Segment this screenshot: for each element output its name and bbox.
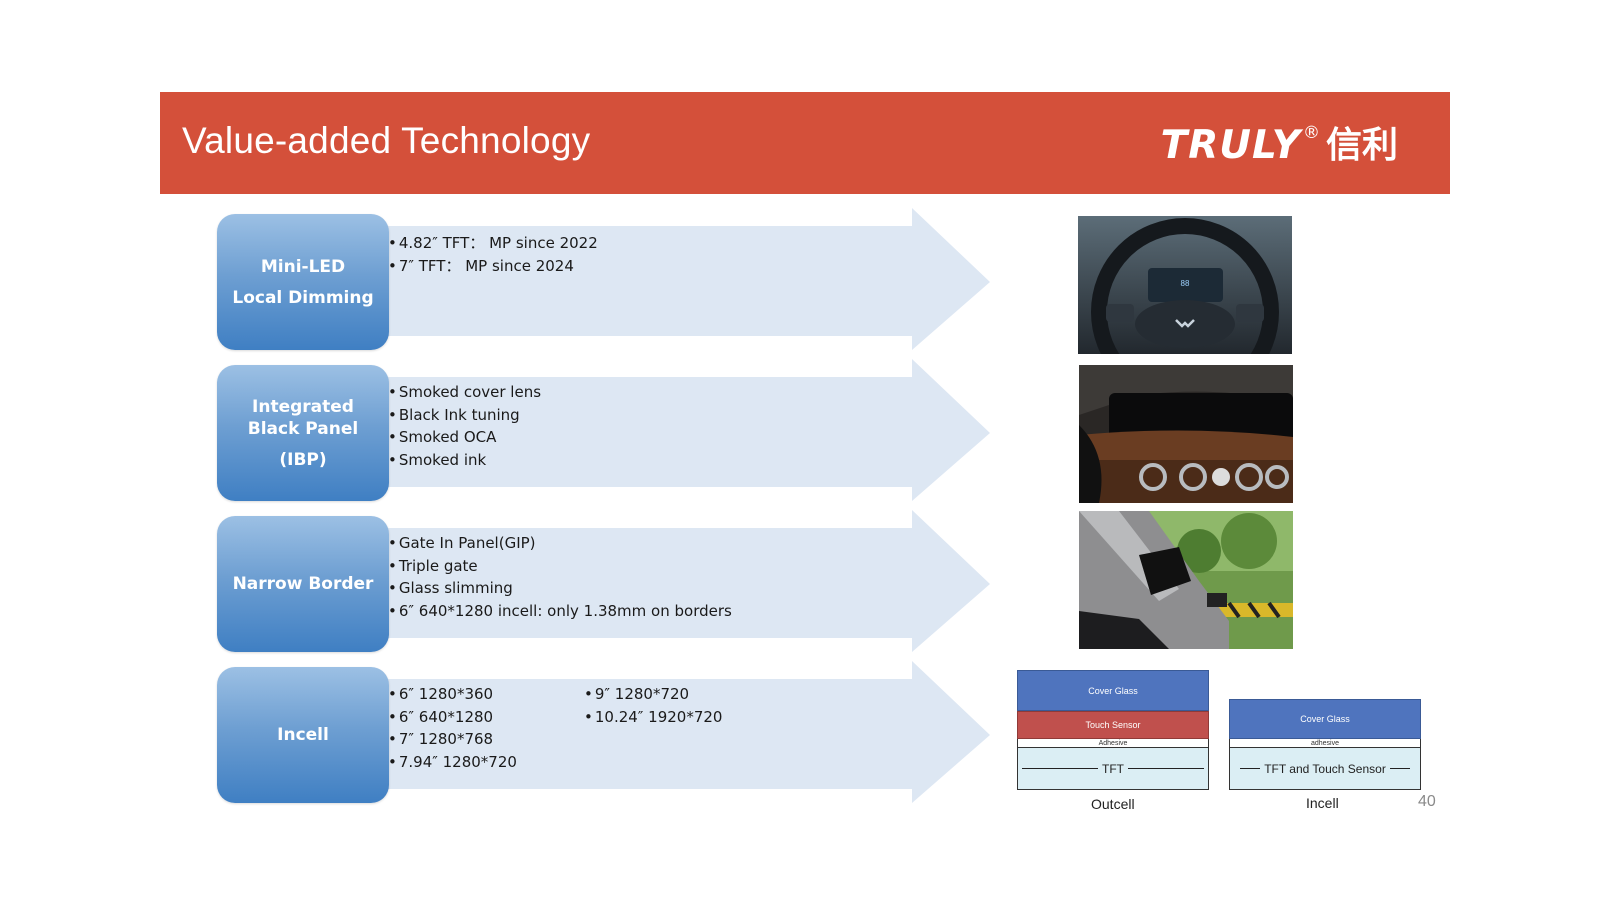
bullet-list-column-2: 9″ 1280*720 10.24″ 1920*720 [584, 683, 723, 729]
label-box-incell: Incell [217, 667, 389, 803]
label-line: Narrow Border [232, 574, 374, 594]
label-line: Integrated [252, 396, 354, 417]
label-line: Mini-LED [260, 256, 346, 277]
tft-touch-label: TFT and Touch Sensor [1264, 761, 1386, 776]
bullet-item: Smoked ink [388, 449, 541, 472]
arrow-shape [372, 661, 990, 803]
registered-mark: ® [1302, 123, 1320, 143]
cover-glass-layer: Cover Glass [1017, 670, 1209, 711]
page-number: 40 [1418, 793, 1436, 810]
tft-label: TFT [1102, 761, 1124, 776]
tft-touch-layer: TFT and Touch Sensor [1229, 747, 1421, 790]
outcell-caption: Outcell [1091, 796, 1135, 812]
label-line: Incell [277, 725, 329, 745]
arrow-shape [372, 208, 990, 350]
bullet-item: Smoked OCA [388, 426, 541, 449]
bullet-item: Black Ink tuning [388, 404, 541, 427]
truly-logo: TRULY ® 信利 [1161, 122, 1398, 170]
a-pillar-image [1079, 511, 1293, 649]
steering-wheel-image: 88 [1078, 216, 1292, 354]
bullet-item: Glass slimming [388, 577, 732, 600]
bullet-list: Smoked cover lens Black Ink tuning Smoke… [388, 381, 541, 471]
dashboard-image [1079, 365, 1293, 503]
touch-sensor-layer: Touch Sensor [1017, 711, 1209, 739]
bullet-list: 6″ 1280*360 6″ 640*1280 7″ 1280*768 7.94… [388, 683, 517, 773]
label-box-narrow-border: Narrow Border [217, 516, 389, 652]
label-box-ibp: Integrated Black Panel (IBP) [217, 365, 389, 501]
bullet-item: 7″ TFT： MP since 2024 [388, 255, 598, 278]
label-line: Local Dimming [232, 287, 374, 308]
tft-layer: TFT [1017, 747, 1209, 790]
adhesive-layer: adhesive [1229, 739, 1421, 747]
page-title: Value-added Technology [182, 120, 591, 161]
svg-text:88: 88 [1181, 279, 1190, 288]
logo-wordmark: TRULY [1160, 123, 1301, 168]
logo-chinese: 信利 [1325, 125, 1398, 166]
label-line: (IBP) [279, 449, 327, 470]
bullet-item: 10.24″ 1920*720 [584, 706, 723, 729]
bullet-item: 6″ 1280*360 [388, 683, 517, 706]
cover-glass-layer: Cover Glass [1229, 699, 1421, 739]
label-box-mini-led: Mini-LED Local Dimming [217, 214, 389, 350]
incell-caption: Incell [1306, 795, 1339, 811]
bullet-item: 6″ 640*1280 [388, 706, 517, 729]
title-banner: Value-added Technology TRULY ® 信利 [160, 92, 1450, 194]
bullet-item: 7.94″ 1280*720 [388, 751, 517, 774]
bullet-list: Gate In Panel(GIP) Triple gate Glass sli… [388, 532, 732, 622]
bullet-item: Triple gate [388, 555, 732, 578]
adhesive-layer: Adhesive [1017, 739, 1209, 747]
bullet-item: Smoked cover lens [388, 381, 541, 404]
bullet-item: 6″ 640*1280 incell: only 1.38mm on borde… [388, 600, 732, 623]
bullet-item: 4.82″ TFT： MP since 2022 [388, 232, 598, 255]
bullet-list: 4.82″ TFT： MP since 2022 7″ TFT： MP sinc… [388, 232, 598, 277]
bullet-item: Gate In Panel(GIP) [388, 532, 732, 555]
bullet-item: 7″ 1280*768 [388, 728, 517, 751]
incell-diagram: Cover Glass adhesive TFT and Touch Senso… [1229, 699, 1421, 790]
label-line: Black Panel [247, 418, 359, 439]
outcell-diagram: Cover Glass Touch Sensor Adhesive TFT [1017, 670, 1209, 790]
bullet-item: 9″ 1280*720 [584, 683, 722, 706]
